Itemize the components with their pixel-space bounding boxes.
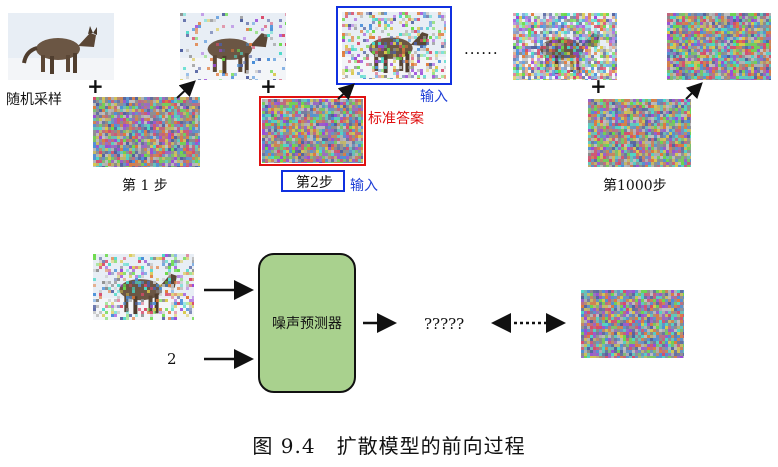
plus-sign-3: + bbox=[590, 74, 607, 98]
unknown-output: ????? bbox=[424, 315, 465, 333]
input-box-top bbox=[336, 6, 452, 85]
input-box-step2 bbox=[281, 170, 345, 192]
ellipsis: ...... bbox=[464, 40, 499, 58]
noisy-cat-input-image bbox=[93, 254, 194, 320]
step1000-label: 第1000步 bbox=[603, 178, 667, 194]
arrow-step2 bbox=[337, 83, 355, 101]
arrow-step1 bbox=[176, 80, 196, 99]
step-number: 2 bbox=[167, 350, 177, 368]
plus-sign-1: + bbox=[87, 74, 104, 98]
input-label-bottom: 输入 bbox=[350, 178, 378, 194]
step1-label: 第 1 步 bbox=[122, 178, 168, 194]
ground-truth-label: 标准答案 bbox=[368, 111, 424, 127]
noise-sample-2 bbox=[262, 99, 363, 163]
step2-label: 第2步 bbox=[296, 175, 333, 191]
noise-sample-1000 bbox=[588, 99, 691, 167]
target-noise-image bbox=[581, 290, 684, 358]
input-label-top: 输入 bbox=[420, 89, 448, 105]
cat-step2-image bbox=[342, 12, 446, 79]
ground-truth-box bbox=[259, 96, 366, 166]
arrow-step1000 bbox=[685, 82, 703, 100]
noise-predictor-box: 噪声预测器 bbox=[258, 253, 356, 393]
figure-caption: 图 9.4 扩散模型的前向过程 bbox=[252, 434, 526, 458]
final-noise-image bbox=[667, 13, 771, 80]
cat-clean-image bbox=[8, 13, 114, 80]
cat-step999-image bbox=[513, 13, 617, 80]
cat-step1-image bbox=[180, 13, 286, 80]
random-sample-label: 随机采样 bbox=[6, 92, 62, 108]
plus-sign-2: + bbox=[260, 74, 277, 98]
noise-predictor-label: 噪声预测器 bbox=[272, 316, 342, 332]
noise-sample-1 bbox=[93, 97, 200, 167]
